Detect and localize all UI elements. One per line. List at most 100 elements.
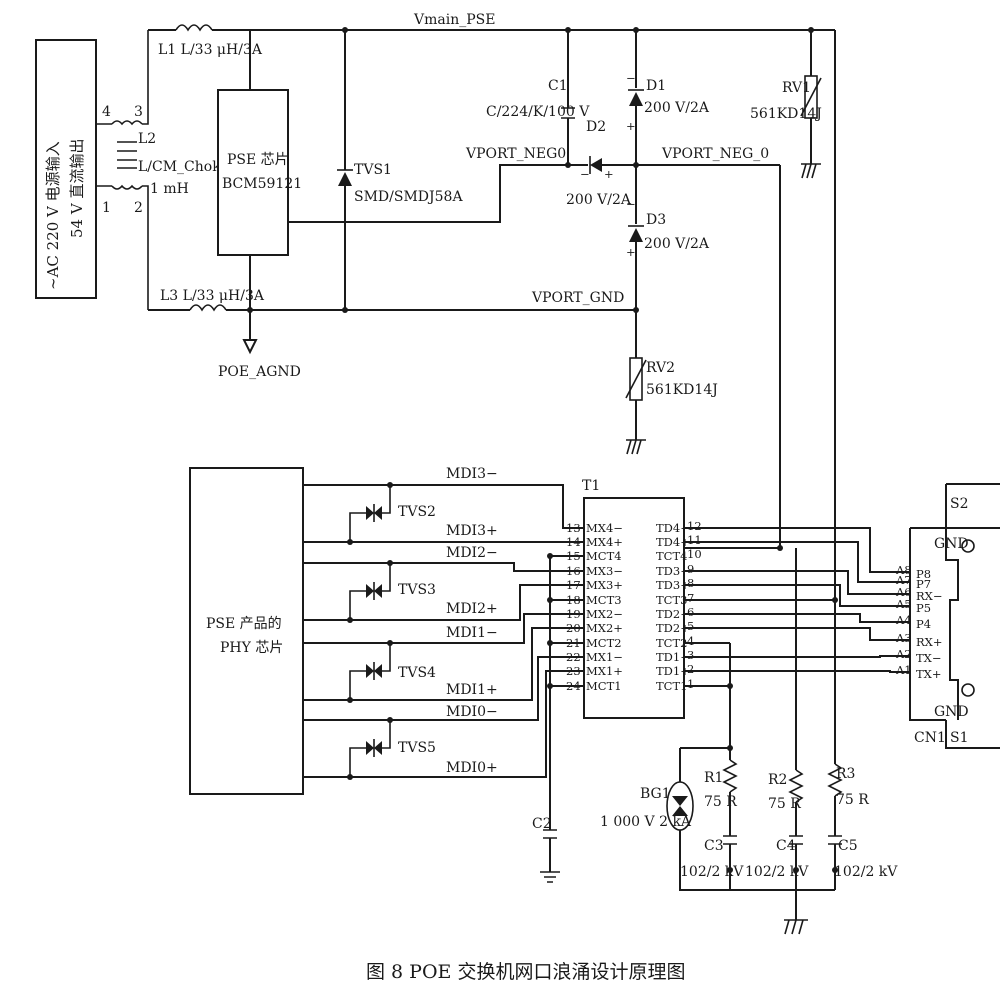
l2-value-2: 1 mH [150,181,189,197]
bg1-ref: BG1 [640,786,671,802]
vport-neg0-wire [288,164,556,223]
c5-ref: C5 [838,838,858,854]
phy-chip [189,467,304,795]
tvs-bidirectional-5 [347,717,393,780]
d3-ref: D3 [646,212,666,228]
cn1-connector [909,483,1000,749]
mdi2-minus-label: MDI2− [446,545,498,561]
l3-inductor [189,304,227,312]
c1-capacitor [561,27,575,168]
figure-caption: 图 8 POE 交换机网口浪涌设计原理图 [366,961,685,983]
mdi1-minus-label: MDI1− [446,625,498,641]
d3-minus: − [626,197,636,211]
l2-value-1: L/CM_Choke/ [138,159,234,175]
t1-left-pin-name: MX4− [586,521,623,535]
rv2-varistor [625,310,647,455]
bg1-gas-tube [666,781,694,831]
rv2-ref: RV2 [646,360,675,376]
d1-plus: + [626,119,636,133]
rv1-ref: RV1 [782,80,811,96]
l2-choke [96,40,149,310]
l1-inductor [175,24,213,32]
t1-left-pin-name: MX1− [586,650,623,664]
t1-right-pin-number: 12 [687,519,702,533]
t1-right-pin-number: 10 [687,547,702,561]
d2-diode [556,156,780,174]
mdi3-plus-label: MDI3+ [446,523,498,539]
c4-value: 102/2 kV [745,864,809,880]
d3-plus: + [626,245,636,259]
c1-ref: C1 [548,78,568,94]
mdi0-minus-label: MDI0− [446,704,498,720]
rv2-value: 561KD14J [646,382,718,398]
d2-minus: − [580,167,590,181]
cn1-a-pin: A5 [895,597,912,611]
t1-right-pin-number: 1 [687,677,694,691]
t1-left-pin-name: MCT4 [586,549,622,563]
cn1-ref: CN1 [914,730,946,746]
vport-gnd-label: VPORT_GND [531,290,624,306]
d2-plus: + [604,167,614,181]
mdi3-minus-label: MDI3− [446,466,498,482]
s2-ref: S2 [950,496,969,512]
cn1-a-pin: A4 [895,613,912,627]
l2-pin-2: 2 [134,200,143,216]
t1-left-pin-name: MX2− [586,607,623,621]
t1-right-pin-name: TD2+ [656,621,690,635]
t1-right-pin-number: 4 [687,634,694,648]
pse-chip [217,89,289,256]
tvs-bidirectional-3 [347,560,393,623]
cn1-a-pin: A3 [895,631,912,645]
dc-output-label: 54 V 直流输出 [68,139,86,238]
c4-ref: C4 [776,838,796,854]
rv1-varistor [800,27,822,179]
t1-right-pin-name: TD3− [656,564,690,578]
poe-agnd-symbol [242,339,258,355]
t1-left-pin-name: MCT3 [586,593,622,607]
t1-left-pin-name: MX3− [586,564,623,578]
t1-left-pin-name: MX4+ [586,535,623,549]
t1-to-cn1-lines [684,527,910,689]
cn1-p-pin: TX+ [916,667,942,681]
tvs1-value: SMD/SMDJ58A [354,189,463,205]
d2-ref: D2 [586,119,606,135]
r3-value: 75 R [836,792,869,808]
t1-right-pin-name: TD1+ [656,664,690,678]
cn1-p-pin: RX− [916,589,942,603]
tvs4-label: TVS4 [398,665,436,681]
t1-left-pin-name: MX1+ [586,664,623,678]
tvs-bidirectional-2 [347,482,393,545]
mdi0-plus-label: MDI0+ [446,760,498,776]
s1-ref: S1 [950,730,969,746]
t1-right-pin-name: TD3+ [656,578,690,592]
l3-label: L3 L/33 μH/3A [160,288,265,304]
l2-pin-1: 1 [102,200,111,216]
l1-label: L1 L/33 μH/3A [158,42,263,58]
t1-right-pin-name: TCT3 [656,593,687,607]
r1-value: 75 R [704,794,737,810]
r3-ref: R3 [836,766,855,782]
t1-left-pin-name: MCT2 [586,636,622,650]
t1-right-pin-name: TCT1 [656,679,687,693]
t1-right-pin-name: TD1− [656,650,690,664]
ac-input-box [35,39,97,299]
tvs1 [337,27,353,313]
cn1-p-pin: P4 [916,617,931,631]
bob-smith-network [679,548,843,935]
t1-right-pin-name: TCT4 [656,549,687,563]
c2-ref: C2 [532,816,552,832]
d1-minus: − [626,71,636,85]
cn1-p-pin: P8 [916,567,931,581]
l2-pin-4: 4 [102,104,111,120]
phy-label-1: PSE 产品的 [206,616,282,632]
poe-agnd-label: POE_AGND [218,364,301,380]
cn1-gnd-bottom: GND [934,704,969,720]
r2-ref: R2 [768,772,787,788]
c1-value: C/224/K/100 V [486,104,590,120]
t1-right-pin-number: 5 [687,619,694,633]
cn1-p-pin: TX− [916,651,942,665]
t1-left-pin-name: MCT1 [586,679,622,693]
